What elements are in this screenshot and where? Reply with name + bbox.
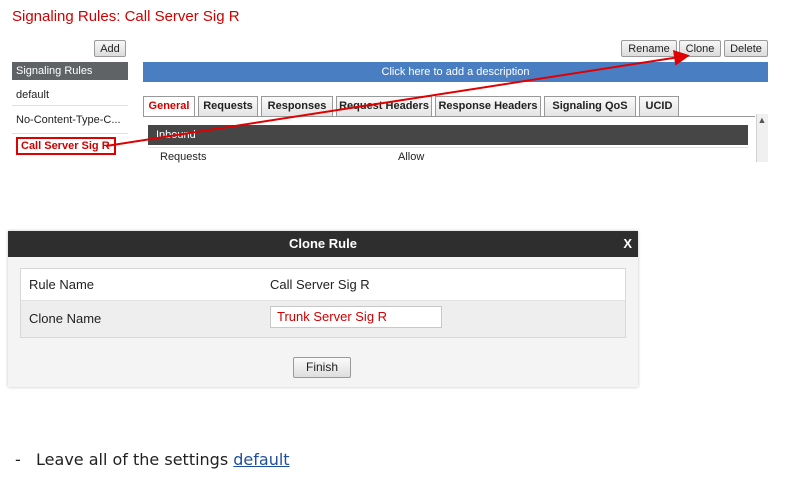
dialog-form: Rule Name Call Server Sig R Clone Name T… xyxy=(20,268,626,338)
row-divider xyxy=(148,147,748,148)
signaling-rules-sidebar: Signaling Rules default No-Content-Type-… xyxy=(12,62,128,162)
requests-value: Allow xyxy=(398,151,425,163)
sidebar-item-call-server-sig-r[interactable]: Call Server Sig R xyxy=(16,137,116,155)
sidebar-divider xyxy=(12,133,128,134)
inbound-section-header: Inbound xyxy=(148,125,748,145)
scroll-up-icon[interactable]: ▲ xyxy=(757,115,767,125)
bullet-dash: - xyxy=(15,450,21,469)
close-icon[interactable]: X xyxy=(623,236,632,251)
tab-response-headers[interactable]: Response Headers xyxy=(435,96,541,116)
note-text: Leave all of the settings xyxy=(36,450,229,469)
requests-label: Requests xyxy=(160,151,207,163)
clone-name-label: Clone Name xyxy=(29,311,102,326)
add-button[interactable]: Add xyxy=(94,40,126,57)
tab-panel-border xyxy=(143,116,755,117)
rule-name-value: Call Server Sig R xyxy=(270,277,370,292)
finish-button[interactable]: Finish xyxy=(293,357,351,378)
add-description-bar[interactable]: Click here to add a description xyxy=(143,62,768,82)
tab-ucid[interactable]: UCID xyxy=(639,96,679,116)
rule-name-label: Rule Name xyxy=(29,277,95,292)
default-link[interactable]: default xyxy=(233,450,290,469)
sidebar-item-default[interactable]: default xyxy=(16,89,50,101)
dialog-title: Clone Rule xyxy=(8,231,638,257)
scrollbar[interactable] xyxy=(756,114,768,162)
sidebar-header: Signaling Rules xyxy=(12,62,128,80)
tab-signaling-qos[interactable]: Signaling QoS xyxy=(544,96,636,116)
sidebar-item-no-content-type[interactable]: No-Content-Type-C... xyxy=(16,114,121,126)
clone-rule-dialog: Clone Rule X Rule Name Call Server Sig R… xyxy=(8,231,638,387)
instruction-note: - Leave all of the settings default xyxy=(15,450,290,469)
tab-general[interactable]: General xyxy=(143,96,195,116)
tab-request-headers[interactable]: Request Headers xyxy=(336,96,432,116)
sidebar-divider xyxy=(12,105,128,106)
page-title: Signaling Rules: Call Server Sig R xyxy=(12,8,240,25)
tab-responses[interactable]: Responses xyxy=(261,96,333,116)
delete-button[interactable]: Delete xyxy=(724,40,768,57)
tab-requests[interactable]: Requests xyxy=(198,96,258,116)
clone-name-input[interactable]: Trunk Server Sig R xyxy=(270,306,442,328)
row-divider xyxy=(21,300,625,301)
rename-button[interactable]: Rename xyxy=(621,40,677,57)
clone-button[interactable]: Clone xyxy=(679,40,721,57)
